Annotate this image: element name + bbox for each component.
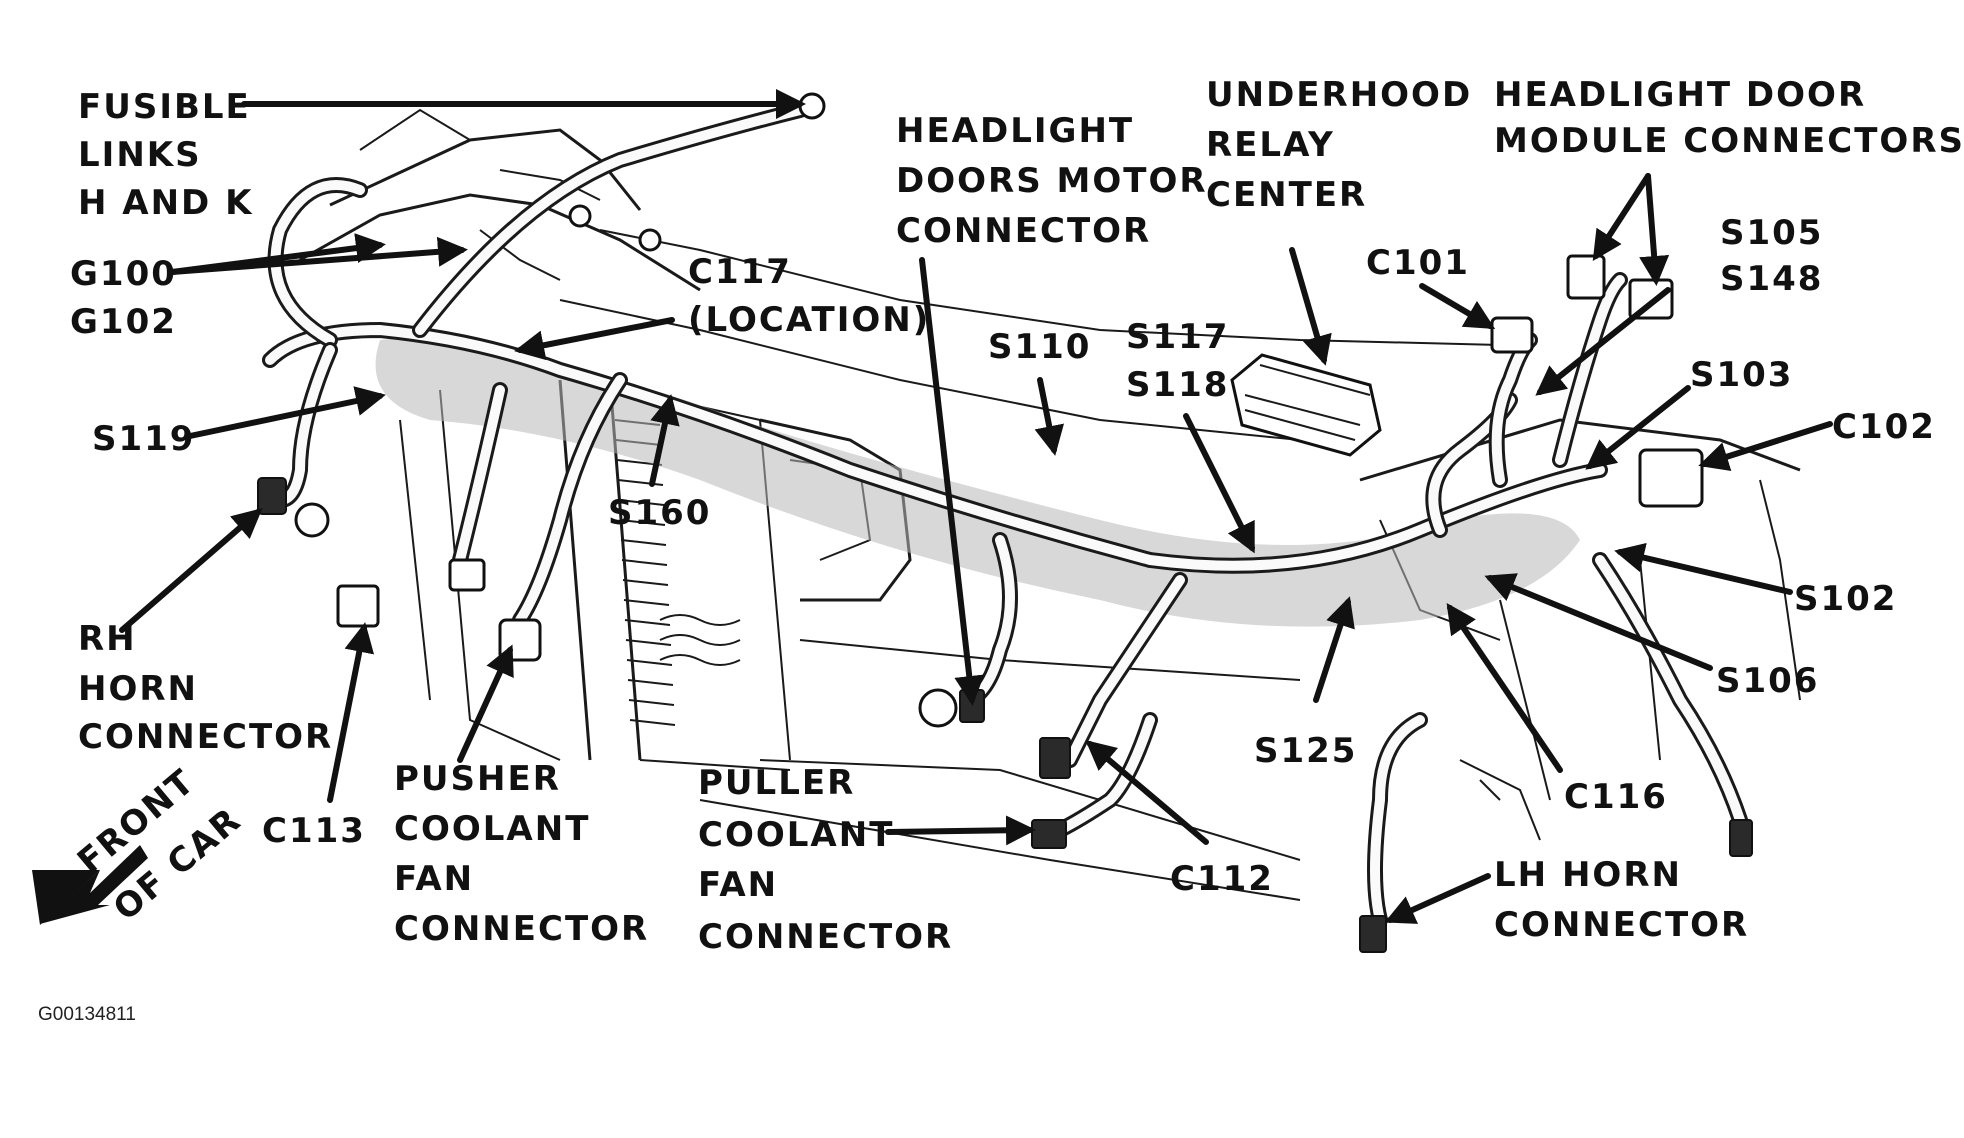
label-pusher-2: COOLANT: [394, 809, 590, 849]
label-s148: S148: [1720, 259, 1823, 299]
label-pusher-4: CONNECTOR: [394, 909, 649, 949]
label-s118: S118: [1126, 365, 1229, 405]
label-headlight-doors-motor-1: HEADLIGHT: [896, 111, 1134, 151]
label-puller-2: COOLANT: [698, 815, 894, 855]
s160-connector: [448, 558, 486, 592]
label-g100: G100: [70, 254, 177, 294]
rh-loop-connector: [1729, 819, 1753, 857]
ground-eyelet-2: [638, 228, 662, 252]
label-c102: C102: [1832, 407, 1936, 447]
label-s102: S102: [1794, 579, 1897, 619]
label-fusible-links-3: H AND K: [78, 183, 253, 223]
label-fusible-links-2: LINKS: [78, 135, 202, 175]
label-headlight-doors-motor-2: DOORS MOTOR: [896, 161, 1208, 201]
label-g102: G102: [70, 302, 177, 342]
label-s125: S125: [1254, 731, 1357, 771]
lh-horn-connector-body: [1359, 915, 1387, 953]
label-puller-4: CONNECTOR: [698, 917, 953, 957]
label-s160: S160: [608, 493, 711, 533]
label-c113: C113: [262, 811, 366, 851]
label-c116: C116: [1564, 777, 1668, 817]
c113-connector: [336, 584, 380, 628]
figure-id: G00134811: [38, 1004, 136, 1025]
label-headlight-door-module-2: MODULE CONNECTORS: [1494, 121, 1964, 161]
leader-arrows: [119, 89, 1833, 924]
label-c112: C112: [1170, 859, 1274, 899]
label-rh-horn-1: RH: [78, 619, 137, 659]
label-puller-1: PULLER: [698, 763, 855, 803]
label-lh-horn-1: LH HORN: [1494, 855, 1682, 895]
callout-labels: FUSIBLE LINKS H AND K G100 G102 C117 (LO…: [38, 75, 1964, 1025]
label-s110: S110: [988, 327, 1091, 367]
label-pusher-1: PUSHER: [394, 759, 561, 799]
door-module-connector-a: [1566, 254, 1606, 300]
c102-connector: [1638, 448, 1704, 508]
label-rh-horn-2: HORN: [78, 669, 198, 709]
label-underhood-2: RELAY: [1206, 125, 1335, 165]
relay-center-box: [1230, 353, 1382, 457]
c101-connector: [1490, 316, 1534, 354]
label-underhood-3: CENTER: [1206, 175, 1367, 215]
label-c101: C101: [1366, 243, 1470, 283]
label-lh-horn-2: CONNECTOR: [1494, 905, 1749, 945]
label-pusher-3: FAN: [394, 859, 474, 899]
puller-fan-connector-body: [1031, 819, 1067, 849]
label-s119: S119: [92, 419, 195, 459]
c112-connector-body: [1039, 737, 1071, 779]
fusible-link-eyelet: [798, 92, 826, 120]
label-s103: S103: [1690, 355, 1793, 395]
label-c117-2: (LOCATION): [688, 300, 930, 340]
ground-eyelet-1: [568, 204, 592, 228]
label-headlight-doors-motor-3: CONNECTOR: [896, 211, 1151, 251]
label-fusible-links-1: FUSIBLE: [78, 87, 251, 127]
front-of-car-arrow: [32, 845, 148, 925]
label-s117: S117: [1126, 317, 1229, 357]
label-c117-1: C117: [688, 252, 792, 292]
rh-horn-connector-body: [257, 477, 287, 515]
label-headlight-door-module-1: HEADLIGHT DOOR: [1494, 75, 1866, 115]
label-rh-horn-3: CONNECTOR: [78, 717, 333, 757]
label-puller-3: FAN: [698, 865, 778, 905]
label-s105: S105: [1720, 213, 1823, 253]
label-underhood-1: UNDERHOOD: [1206, 75, 1472, 115]
label-s106: S106: [1716, 661, 1819, 701]
